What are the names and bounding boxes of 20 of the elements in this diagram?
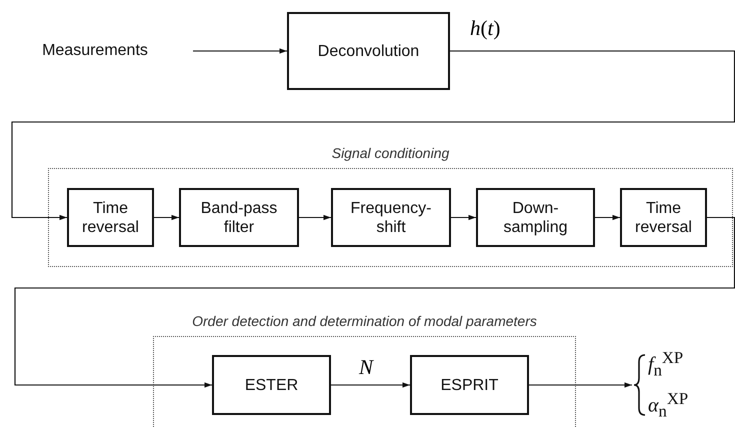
process-box: Down-sampling: [476, 188, 595, 247]
arrow: [193, 48, 287, 54]
group-title: Order detection and determination of modal parameters: [191, 313, 538, 329]
process-box: ESTER: [212, 355, 331, 415]
arrow: [299, 214, 331, 220]
process-box: Time reversal: [67, 188, 154, 247]
arrow: [154, 214, 179, 220]
process-box: Time reversal: [620, 188, 707, 247]
arrow: [14, 216, 735, 388]
arrow: [451, 214, 476, 220]
arrow: [11, 50, 735, 220]
process-box: Frequency-shift: [331, 188, 451, 247]
arrow: [595, 214, 620, 220]
process-box: Deconvolution: [287, 12, 450, 90]
process-box: Band-pass filter: [179, 188, 299, 247]
arrow: [529, 382, 632, 388]
arrow: [331, 382, 410, 388]
input-label: Measurements: [40, 36, 150, 66]
process-box: ESPRIT: [410, 355, 529, 415]
group-title: Signal conditioning: [330, 145, 450, 161]
